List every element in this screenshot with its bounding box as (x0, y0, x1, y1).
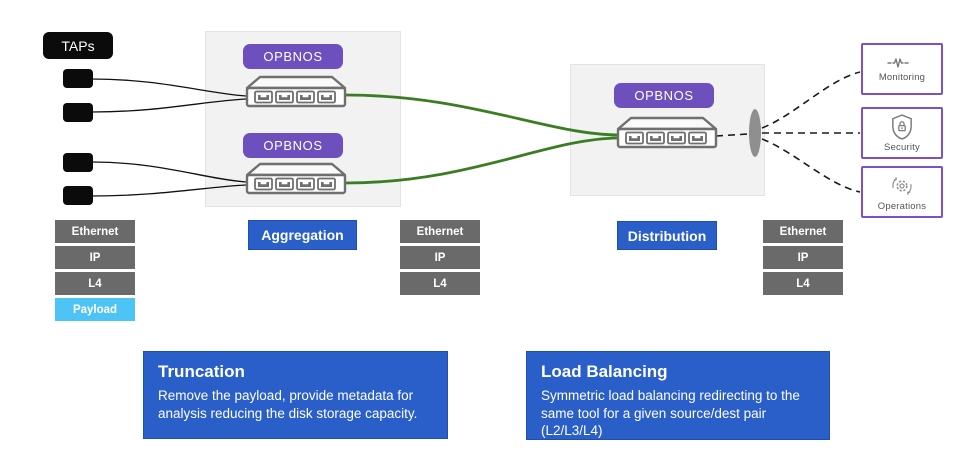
stack-row-payload: Payload (55, 298, 135, 321)
tap-node (63, 69, 93, 88)
gear-sync-icon (892, 176, 912, 195)
callout-title: Load Balancing (541, 362, 668, 381)
stack-row: L4 (763, 272, 843, 295)
tap-link-line (91, 161, 247, 183)
tool-box-operations: Operations (861, 166, 943, 218)
protocol-stack-ingress: Ethernet IP L4 Payload (55, 220, 135, 321)
shield-lock-icon (892, 113, 912, 140)
tap-node (63, 186, 93, 205)
switch-icon (616, 116, 718, 149)
distribution-output-line (715, 133, 749, 137)
tap-link-line (91, 98, 247, 113)
load-balancer-ellipse (749, 109, 761, 157)
callout-title: Truncation (158, 362, 245, 381)
aggregation-uplink-line (344, 93, 619, 137)
stack-row: IP (400, 246, 480, 269)
protocol-stack-aggregated: Ethernet IP L4 (400, 220, 480, 295)
tool-label: Monitoring (878, 71, 926, 83)
tool-label: Operations (877, 200, 927, 212)
switch-icon (245, 162, 347, 195)
stack-row: IP (55, 246, 135, 269)
tap-link-line (91, 184, 247, 197)
pulse-icon (887, 57, 909, 68)
aggregation-caption: Aggregation (248, 220, 357, 250)
taps-label: TAPs (43, 32, 113, 59)
stack-row: IP (763, 246, 843, 269)
callout-truncation: Truncation Remove the payload, provide m… (143, 351, 448, 439)
callout-load-balancing: Load Balancing Symmetric load balancing … (526, 351, 830, 440)
tool-box-security: Security (861, 107, 943, 159)
stack-row: Ethernet (763, 220, 843, 243)
stack-row: Ethernet (55, 220, 135, 243)
distribution-caption: Distribution (617, 221, 717, 250)
aggregation-uplink-line (344, 136, 619, 185)
stack-row: L4 (55, 272, 135, 295)
tap-node (63, 103, 93, 122)
device-badge: OPBNOS (243, 44, 343, 69)
callout-body: Remove the payload, provide metadata for… (158, 388, 418, 421)
switch-icon (245, 75, 347, 108)
callout-body: Symmetric load balancing redirecting to … (541, 388, 800, 439)
tool-link-line (761, 138, 861, 193)
stack-row: Ethernet (400, 220, 480, 243)
tool-box-monitoring: Monitoring (861, 43, 943, 95)
protocol-stack-distributed: Ethernet IP L4 (763, 220, 843, 295)
device-badge: OPBNOS (243, 133, 343, 158)
tool-link-line (761, 71, 861, 129)
tap-node (63, 153, 93, 172)
device-badge: OPBNOS (614, 83, 714, 108)
tool-label: Security (884, 141, 920, 153)
tap-link-line (91, 78, 247, 97)
stack-row: L4 (400, 272, 480, 295)
